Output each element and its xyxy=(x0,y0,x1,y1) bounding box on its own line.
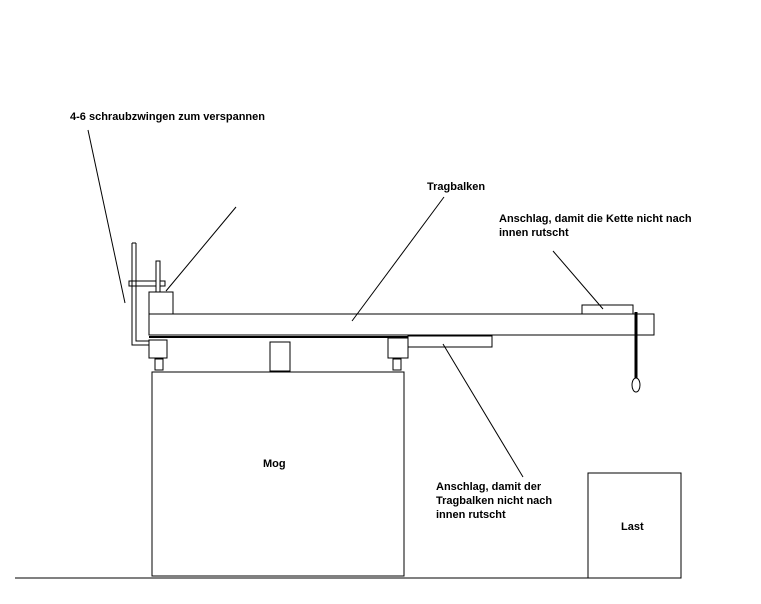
load-box xyxy=(587,472,682,579)
inner-stop xyxy=(407,335,493,348)
support-foot-right xyxy=(392,358,402,371)
load-label: Last xyxy=(621,521,644,533)
outer-stop-leader-line xyxy=(552,250,604,310)
vehicle-body xyxy=(151,371,405,577)
beam-label: Tragbalken xyxy=(427,181,485,193)
outer-stop xyxy=(581,304,634,315)
clamps-label: 4-6 schraubzwingen zum verspannen xyxy=(70,111,265,123)
clamps-leader-line xyxy=(87,129,126,304)
outer-stop-label-line1: Anschlag, damit die Kette nicht nach xyxy=(499,213,692,225)
beam-leader-line xyxy=(351,196,445,322)
inner-stop-leader-line xyxy=(442,343,524,478)
chain-hook xyxy=(631,377,641,393)
inner-stop-label-line3: innen rutscht xyxy=(436,509,506,521)
clamp-frame-inner xyxy=(131,243,149,346)
vehicle-label: Mog xyxy=(263,458,286,470)
screw-clamp xyxy=(128,242,166,346)
support-foot-left xyxy=(154,358,164,371)
beam-support-left xyxy=(148,339,168,359)
inner-stop-label-line2: Tragbalken nicht nach xyxy=(436,495,552,507)
beam-support-middle xyxy=(269,341,291,372)
clamp-handle xyxy=(128,280,166,287)
clamp-block-leader-line xyxy=(165,206,237,292)
clamp-frame-outer xyxy=(135,243,149,342)
carrying-beam xyxy=(148,313,655,336)
clamp-spindle xyxy=(155,260,161,293)
beam-support-right xyxy=(387,337,409,359)
outer-stop-label-line2: innen rutscht xyxy=(499,227,569,239)
inner-stop-label-line1: Anschlag, damit der xyxy=(436,481,542,493)
clamp-block xyxy=(148,291,174,315)
